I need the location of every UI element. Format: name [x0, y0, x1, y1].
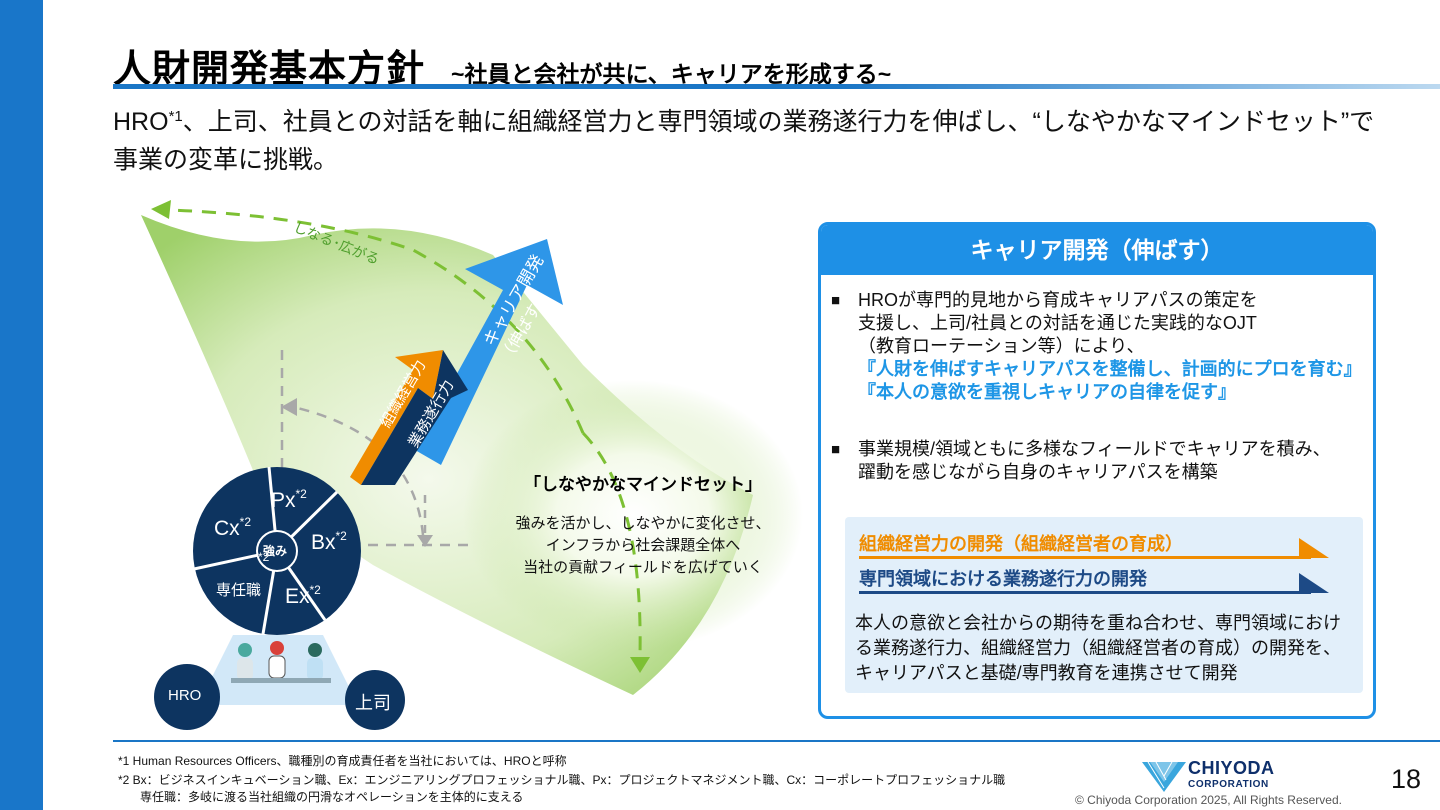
title-underline — [113, 84, 1440, 89]
people-illustration — [231, 641, 331, 683]
org-arrow-shape — [350, 350, 443, 485]
mindset-glow — [463, 380, 803, 650]
logo-subwordmark: CORPORATION — [1188, 779, 1269, 790]
page-number: 18 — [1391, 764, 1422, 794]
chiyoda-logo-icon — [1142, 761, 1186, 792]
segment-bx: Bx*2 — [311, 529, 347, 554]
career-bullets: ■ HROが専門的見地から育成キャリアパスの策定を 支援し、上司/社員との対話を… — [831, 289, 1362, 484]
strength-center-label: 強み — [263, 544, 288, 558]
hro-circle — [154, 664, 220, 730]
arrowhead-icon — [1299, 573, 1329, 593]
development-subpanel: 組織経営力の開発（組織経営者の育成） 専門領域における業務遂行力の開発 本人の意… — [845, 517, 1363, 693]
segment-px: Px*2 — [271, 487, 307, 512]
bullet-icon: ■ — [831, 292, 841, 309]
highlight-line: 『本人の意欲を重視しキャリアの自律を促す』 — [858, 382, 1236, 402]
mindset-line: インフラから社会課題全体へ — [545, 537, 741, 554]
mindset-line: 当社の貢献フィールドを広げていく — [523, 559, 763, 576]
bullet-icon: ■ — [831, 441, 841, 458]
footnote-2: *2 Bx：ビジネスインキュベーション職、Ex：エンジニアリングプロフェッショナ… — [118, 773, 1006, 787]
footnote-1: *1 Human Resources Officers、職種別の育成責任者を当社… — [118, 754, 567, 768]
segment-specialist: 専任職*2 — [216, 551, 269, 599]
lead-body: 、上司、社員との対話を軸に組織経営力と専門領域の業務遂行力を伸ばし、“しなやかな… — [113, 108, 1375, 174]
mindset-line: 強みを活かし、しなやかに変化させ、 — [515, 515, 771, 532]
career-diagram: しなる･広がる キャリア開発 （伸ばす） 組織経営力 業務遂行力 Px*2 Bx… — [113, 195, 813, 740]
hro-label: HRO — [168, 687, 202, 704]
stretch-arrowhead-icon — [151, 200, 171, 219]
org-development-label: 組織経営力の開発（組織経営者の育成） — [859, 534, 1183, 554]
diagram-graphics — [141, 200, 803, 730]
boss-label: 上司 — [355, 693, 391, 713]
org-development-arrow: 組織経営力の開発（組織経営者の育成） — [859, 530, 1331, 559]
career-arrow-shape — [415, 239, 563, 465]
descent-arrowhead-icon — [630, 657, 650, 673]
career-bullet-2: ■ 事業規模/領域ともに多様なフィールドでキャリアを積み、 躍動を感じながら自身… — [831, 439, 1331, 482]
segment-cx: Cx*2 — [214, 515, 252, 540]
footer-rule — [113, 740, 1440, 742]
left-accent-bar — [0, 0, 43, 810]
lead-hro: HRO — [113, 108, 169, 136]
segment-ex: Ex*2 — [285, 583, 321, 608]
arrowhead-icon — [1299, 538, 1329, 558]
biz-development-arrow: 専門領域における業務遂行力の開発 — [859, 565, 1331, 594]
logo-wordmark: CHIYODA — [1188, 758, 1275, 778]
highlight-line: 『人財を伸ばすキャリアパスを整備し、計画的にプロを育む』 — [858, 359, 1362, 379]
career-development-panel: キャリア開発（伸ばす） ■ HROが専門的見地から育成キャリアパスの策定を 支援… — [818, 222, 1376, 719]
boss-circle — [345, 670, 405, 730]
descent-curve — [581, 431, 642, 656]
biz-arrow-shape — [361, 350, 468, 485]
biz-development-label: 専門領域における業務遂行力の開発 — [859, 569, 1147, 589]
page-subtitle: ~社員と会社が共に、キャリアを形成する~ — [451, 61, 892, 87]
mindset-body: 強みを活かし、しなやかに変化させ、 インフラから社会課題全体へ 当社の貢献フィー… — [488, 513, 798, 579]
stretch-curve — [167, 208, 585, 434]
strengths-wheel — [193, 466, 361, 635]
lead-text: HRO*1、上司、社員との対話を軸に組織経営力と専門領域の業務遂行力を伸ばし、“… — [113, 103, 1393, 179]
mindset-title: 「しなやかなマインドセット」 — [524, 475, 762, 494]
career-panel-heading: キャリア開発（伸ばす） — [821, 225, 1373, 275]
page-title-row: 人財開発基本方針~社員と会社が共に、キャリアを形成する~ — [113, 38, 1413, 91]
copyright: © Chiyoda Corporation 2025, All Rights R… — [1075, 793, 1342, 807]
development-description: 本人の意欲と会社からの期待を重ね合わせ、専門領域における業務遂行力、組織経営力（… — [855, 613, 1341, 683]
footnote-3: 専任職：多岐に渡る当社組織の円滑なオペレーションを主体的に支える — [140, 790, 524, 804]
career-bullet-1: ■ HROが専門的見地から育成キャリアパスの策定を 支援し、上司/社員との対話を… — [831, 290, 1362, 402]
lead-footnote-mark: *1 — [168, 108, 183, 125]
